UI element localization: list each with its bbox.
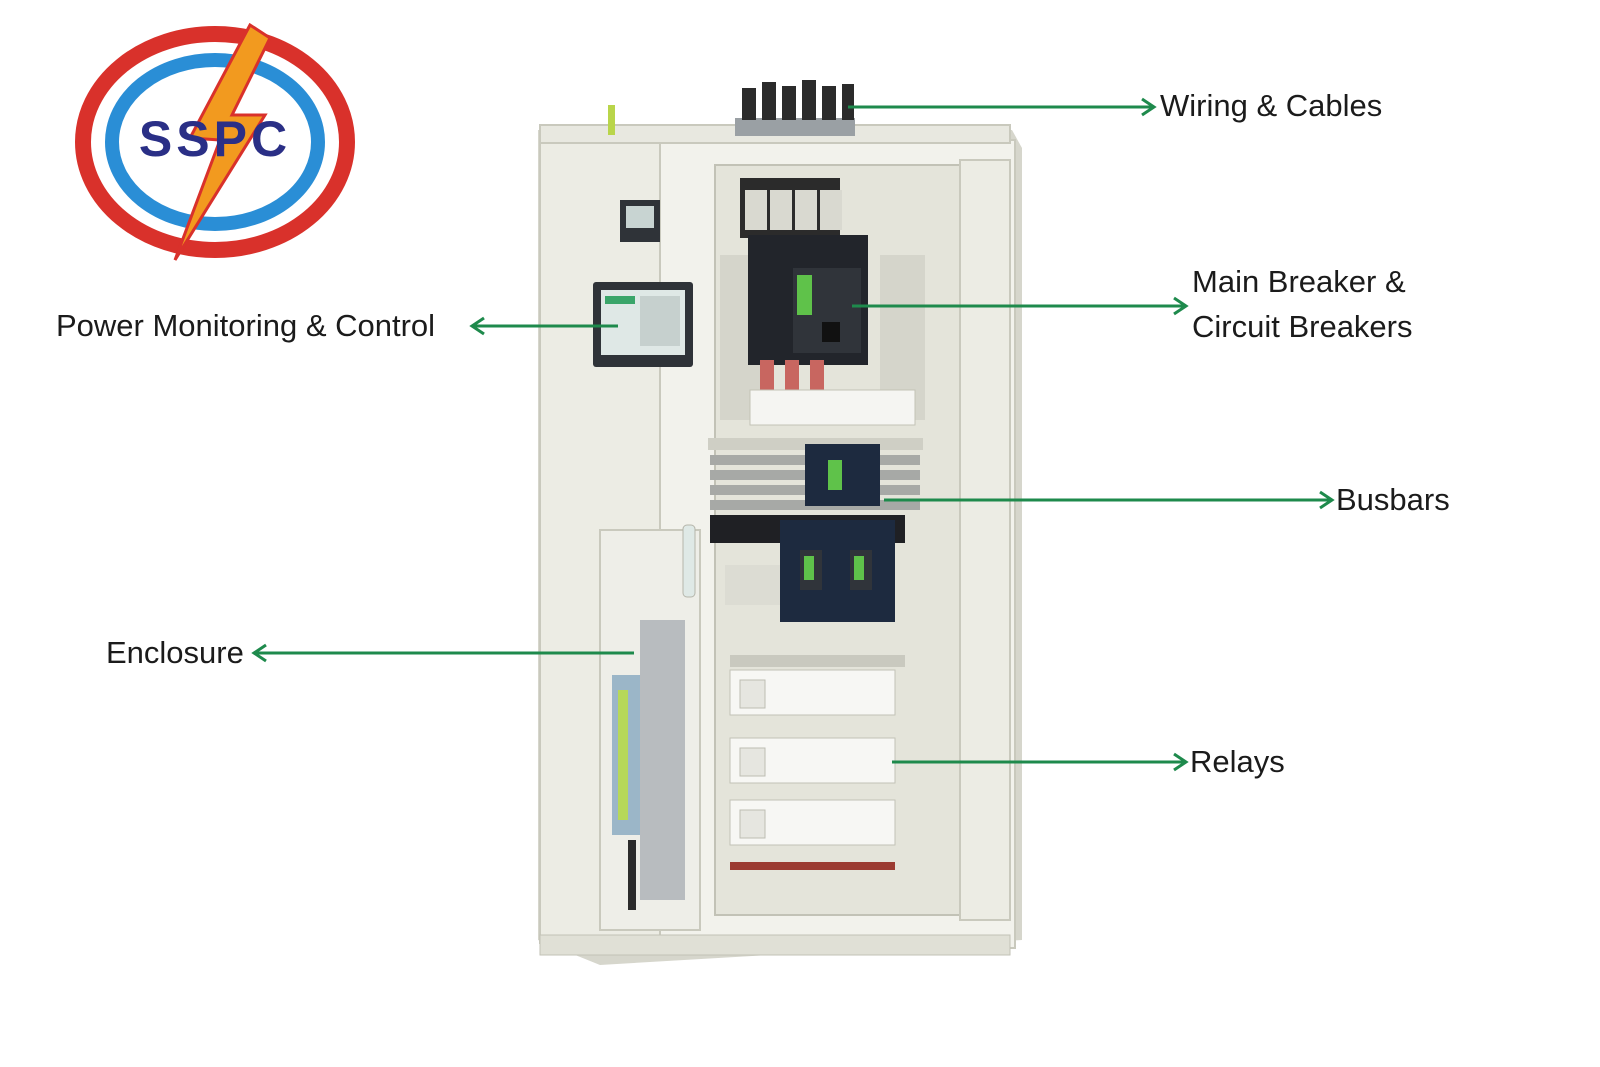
- circuit-breakers: [725, 520, 895, 622]
- label-enclosure: Enclosure: [106, 635, 244, 670]
- terminal-block: [612, 620, 685, 910]
- arrow-icon: [1141, 97, 1157, 117]
- logo-text: SSPC: [139, 111, 291, 167]
- power-meter: [620, 200, 660, 242]
- cable-glands: [735, 80, 855, 136]
- label-wiring-cables: Wiring & Cables: [1160, 88, 1383, 123]
- arrow-icon: [1173, 296, 1189, 316]
- label-main-breaker-line1: Main Breaker &: [1192, 264, 1406, 299]
- lightning-bolt-icon: [173, 22, 272, 261]
- incoming-terminals: [740, 178, 842, 238]
- arrow-icon: [1173, 752, 1189, 772]
- hmi-panel: [593, 282, 693, 367]
- main-breaker: [748, 235, 916, 426]
- label-power-monitoring: Power Monitoring & Control: [56, 308, 436, 343]
- arrow-icon: [1319, 490, 1335, 510]
- label-busbars: Busbars: [1336, 482, 1450, 517]
- label-main-breaker-line2: Circuit Breakers: [1192, 308, 1413, 344]
- arrow-icon: [251, 643, 267, 663]
- arrow-icon: [469, 316, 485, 336]
- sspc-logo: SSPC: [75, 22, 355, 261]
- label-main-breaker: Main Breaker & Circuit Breakers: [1192, 260, 1413, 350]
- label-relays: Relays: [1190, 744, 1285, 779]
- relay-rows: [729, 655, 905, 870]
- callout-arrows: [251, 97, 1335, 772]
